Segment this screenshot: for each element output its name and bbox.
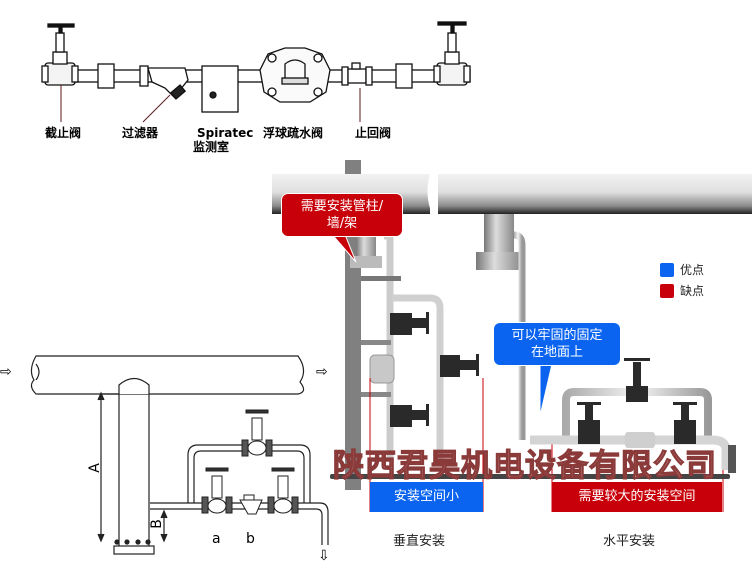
callout-floor-mount: 可以牢固的固定 在地面上 xyxy=(494,323,620,365)
legend-disadvantage: 缺点 xyxy=(660,282,704,299)
legend-advantage-label: 优点 xyxy=(680,263,705,277)
strainer-b xyxy=(239,494,263,515)
legend-swatch-red xyxy=(660,283,674,298)
valve-a xyxy=(201,467,233,514)
callout-needs-column-line1: 需要安装管柱/ xyxy=(300,199,384,214)
dimension-a-label: A xyxy=(86,463,103,473)
caption-horizontal-installation: 水平安装 xyxy=(603,534,656,549)
callout-needs-column-line2: 墙/架 xyxy=(326,216,358,231)
flow-out-arrow-icon: ⇨ xyxy=(316,364,328,380)
company-watermark: 陕西君昊机电设备有限公司 xyxy=(332,447,717,484)
top-piping-diagram xyxy=(41,21,471,123)
label-spiratec: Spiratec xyxy=(197,126,254,140)
label-stop-valve: 截止阀 xyxy=(45,126,82,140)
label-strainer: 过滤器 xyxy=(122,126,159,140)
legend-swatch-blue xyxy=(660,262,674,277)
float-trap xyxy=(259,47,331,103)
stop-valve-left xyxy=(41,23,79,86)
callout-floor-mount-line2: 在地面上 xyxy=(530,345,583,360)
label-float-trap: 浮球疏水阀 xyxy=(263,126,324,140)
label-check-valve: 止回阀 xyxy=(355,126,392,140)
bypass-valve xyxy=(241,409,273,457)
dimension-b-label: B xyxy=(148,519,165,529)
legend-advantage: 优点 xyxy=(660,261,704,278)
spiratec-chamber xyxy=(201,65,239,113)
check-valve xyxy=(341,62,373,86)
drain-arrow-icon: ⇩ xyxy=(318,548,330,564)
callout-floor-mount-line1: 可以牢固的固定 xyxy=(511,328,603,343)
strainer xyxy=(139,65,189,100)
flow-in-arrow-icon: ⇨ xyxy=(0,364,12,380)
caption-vertical-installation: 垂直安装 xyxy=(393,534,446,549)
label-spiratec-chamber: 监测室 xyxy=(193,140,230,154)
vertical-pro-bar: 安装空间小 xyxy=(370,482,483,512)
stop-valve-right xyxy=(433,21,471,86)
valve-a-label: a xyxy=(212,531,221,547)
valve-b-label: b xyxy=(246,531,255,547)
horizontal-con-bar: 需要较大的安装空间 xyxy=(552,482,722,512)
legend-disadvantage-label: 缺点 xyxy=(680,284,705,298)
valve-b xyxy=(267,467,299,514)
callout-needs-column: 需要安装管柱/ 墙/架 xyxy=(282,194,402,236)
